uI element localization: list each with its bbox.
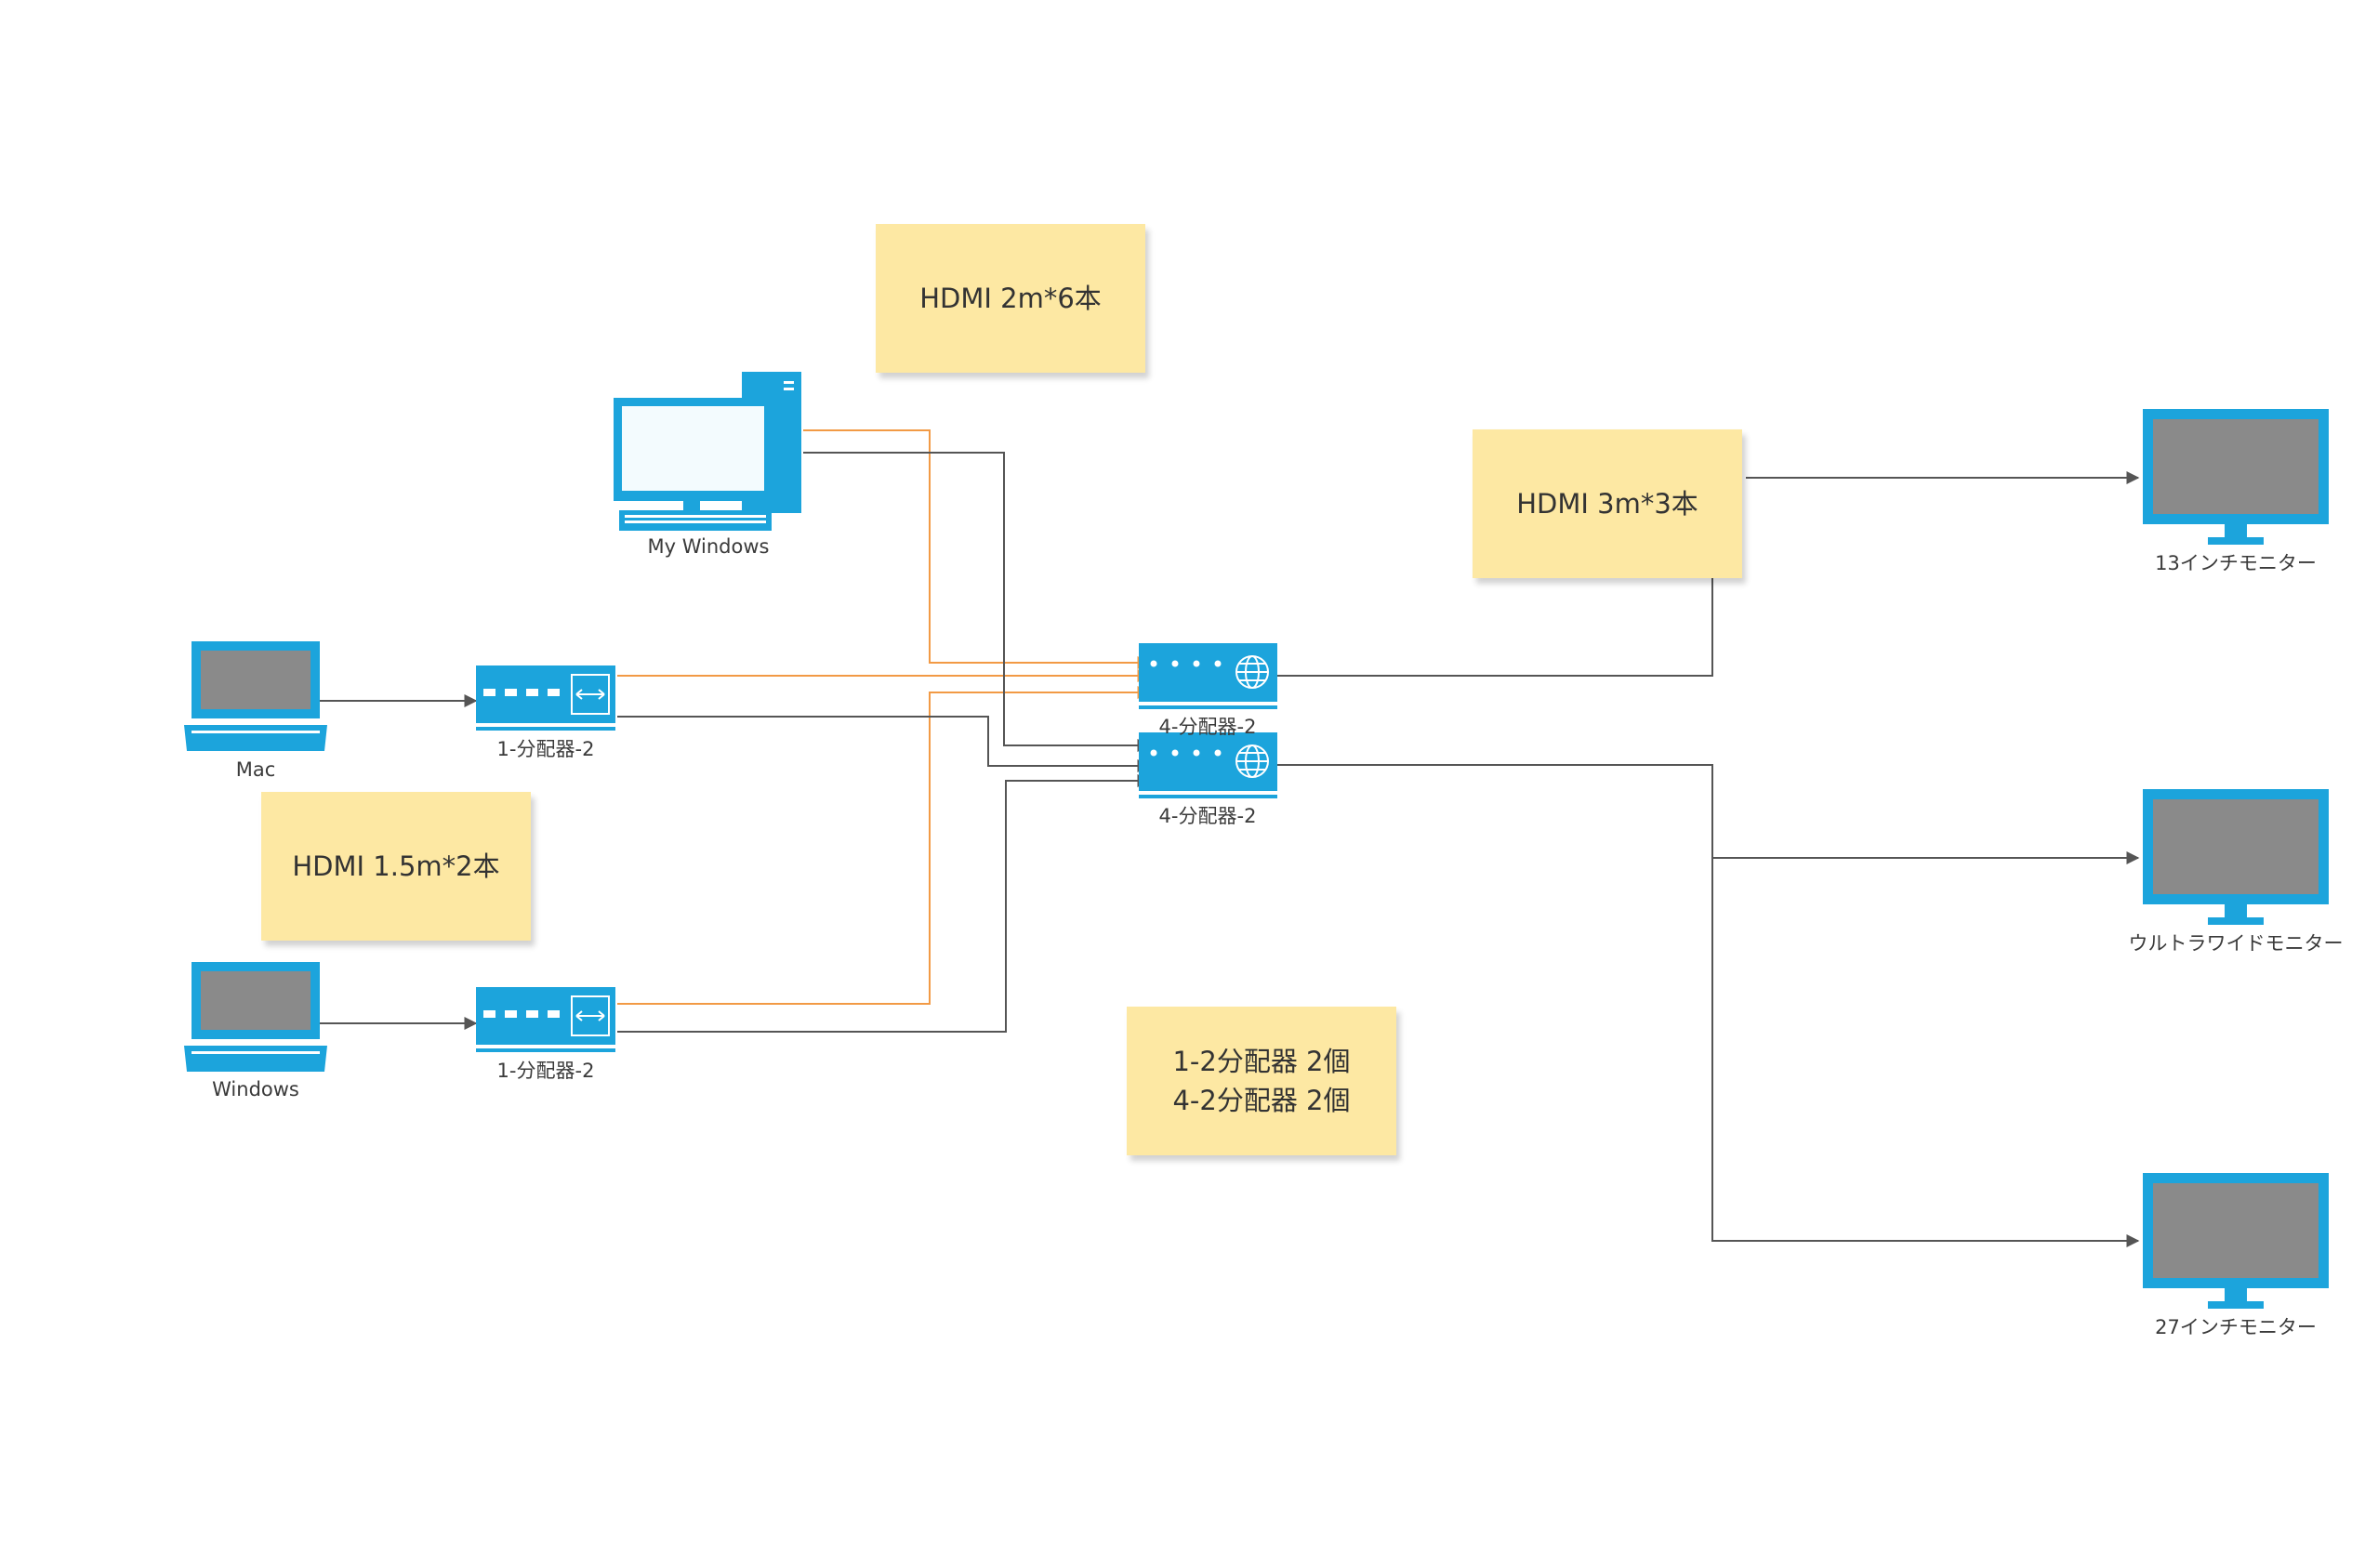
device-label: 1-分配器-2 — [496, 738, 595, 760]
cable-desktop-to-switch-top — [803, 429, 1151, 669]
note-text: HDMI 2m*6本 — [919, 282, 1102, 314]
cable-switch-bottom-to-monitor-27 — [1711, 858, 2140, 1247]
switch-icon[interactable] — [1139, 643, 1277, 709]
device-label: 4-分配器-2 — [1158, 805, 1257, 827]
splitter-icon[interactable] — [476, 987, 615, 1052]
device-label: ウルトラワイドモニター — [2128, 932, 2344, 955]
cable-splitter-bottom-to-switch-bottom — [617, 774, 1151, 1033]
device-label: 27インチモニター — [2155, 1316, 2317, 1338]
sticky-note[interactable]: HDMI 3m*3本 — [1473, 429, 1742, 578]
laptop-icon[interactable] — [184, 962, 327, 1072]
sticky-note[interactable]: HDMI 2m*6本 — [876, 224, 1145, 373]
sticky-note[interactable]: HDMI 1.5m*2本 — [261, 792, 531, 941]
device-label: 1-分配器-2 — [496, 1060, 595, 1082]
desktop-computer-icon[interactable] — [614, 372, 801, 531]
monitor-icon[interactable] — [2143, 1173, 2329, 1309]
note-text: HDMI 1.5m*2本 — [292, 850, 500, 882]
switch-icon[interactable] — [1139, 732, 1277, 798]
splitter-icon[interactable] — [476, 665, 615, 731]
cable-splitter-bottom-to-switch-top — [617, 686, 1151, 1005]
note-text: HDMI 3m*3本 — [1516, 487, 1698, 520]
note-text: 4-2分配器 2個 — [1172, 1085, 1351, 1116]
cable-switch-bottom-to-monitor-ultrawide — [1275, 764, 2140, 864]
device-label: Mac — [235, 758, 276, 781]
sticky-note[interactable]: 1-2分配器 2個 4-2分配器 2個 — [1127, 1007, 1396, 1155]
monitor-icon[interactable] — [2143, 789, 2329, 925]
note-text: 1-2分配器 2個 — [1172, 1045, 1351, 1077]
device-label: My Windows — [647, 535, 770, 558]
cable-splitter-top-to-switch-bottom — [617, 716, 1151, 772]
device-label: Windows — [212, 1078, 299, 1100]
laptop-icon[interactable] — [184, 641, 327, 751]
cable-switch-top-to-monitor-13 — [1275, 478, 2138, 677]
device-label: 4-分配器-2 — [1158, 716, 1257, 738]
device-label: 13インチモニター — [2155, 552, 2317, 574]
monitor-icon[interactable] — [2143, 409, 2329, 545]
cable-desktop-to-switch-bottom — [803, 452, 1151, 752]
